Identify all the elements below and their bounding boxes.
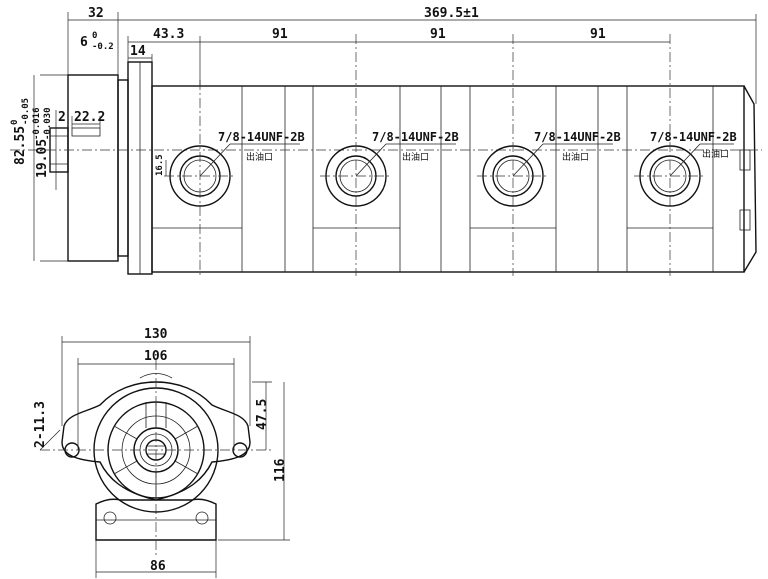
pump-body [151,85,745,273]
dim-overall-length: 369.5±1 [424,6,479,21]
dim-flange-tol-lower: -0.2 [92,42,114,52]
front-flange-outline [61,381,251,501]
front-view: 130 106 86 2-11.3 47.5 116 [33,327,290,578]
dim-bolt-spacing: 106 [144,349,168,364]
dim-boss-depth: 14 [130,44,146,59]
dim-flange-tol-upper: 0 [92,31,97,41]
dim-shaft-dia-upper: -0.016 [32,107,42,140]
dim-overall-width: 130 [144,327,168,342]
mounting-flange [67,74,119,262]
port-label-1: 出油口 [246,151,273,163]
flange-step [117,79,129,257]
port-thread-2: 7/8-14UNF-2B [372,130,459,144]
port-thread-3: 7/8-14UNF-2B [534,130,621,144]
port-3 [477,34,549,276]
port-thread-4: 7/8-14UNF-2B [650,130,737,144]
dim-mount-holes: 2-11.3 [33,401,48,448]
dim-key-width: 2 [58,110,66,125]
port-4 [634,34,706,276]
dim-overall-height: 116 [273,458,288,482]
dim-pilot-dia-nominal: 82.55 [13,126,28,165]
side-view: 7/8-14UNF-2B 7/8-14UNF-2B 7/8-14UNF-2B 7… [10,6,762,276]
port-1 [164,80,236,276]
dim-port-height: 16.5 [155,154,165,176]
port-label-2: 出油口 [402,151,429,163]
dim-shaft-length: 22.2 [74,110,105,125]
dim-pitch-2: 91 [430,27,446,42]
dim-shaft-dia-nominal: 19.05 [35,139,50,178]
dim-flange-tol-nominal: 6 [80,35,88,50]
dim-pitch-1: 91 [272,27,288,42]
port-2 [320,34,392,276]
dim-shaft-dia-lower: -0.030 [43,107,53,140]
dim-first-port-offset: 43.3 [153,27,184,42]
dim-base-width: 86 [150,559,166,574]
shaft-key [71,127,101,137]
dim-half-height: 47.5 [255,399,270,430]
dim-pilot-dia-lower: -0.05 [21,98,31,125]
dim-flange-depth: 32 [88,6,104,21]
dim-pilot-dia-upper: 0 [10,120,20,125]
port-thread-1: 7/8-14UNF-2B [218,130,305,144]
port-label-3: 出油口 [562,151,589,163]
dim-pitch-3: 91 [590,27,606,42]
port-label-4: 出油口 [702,148,729,160]
